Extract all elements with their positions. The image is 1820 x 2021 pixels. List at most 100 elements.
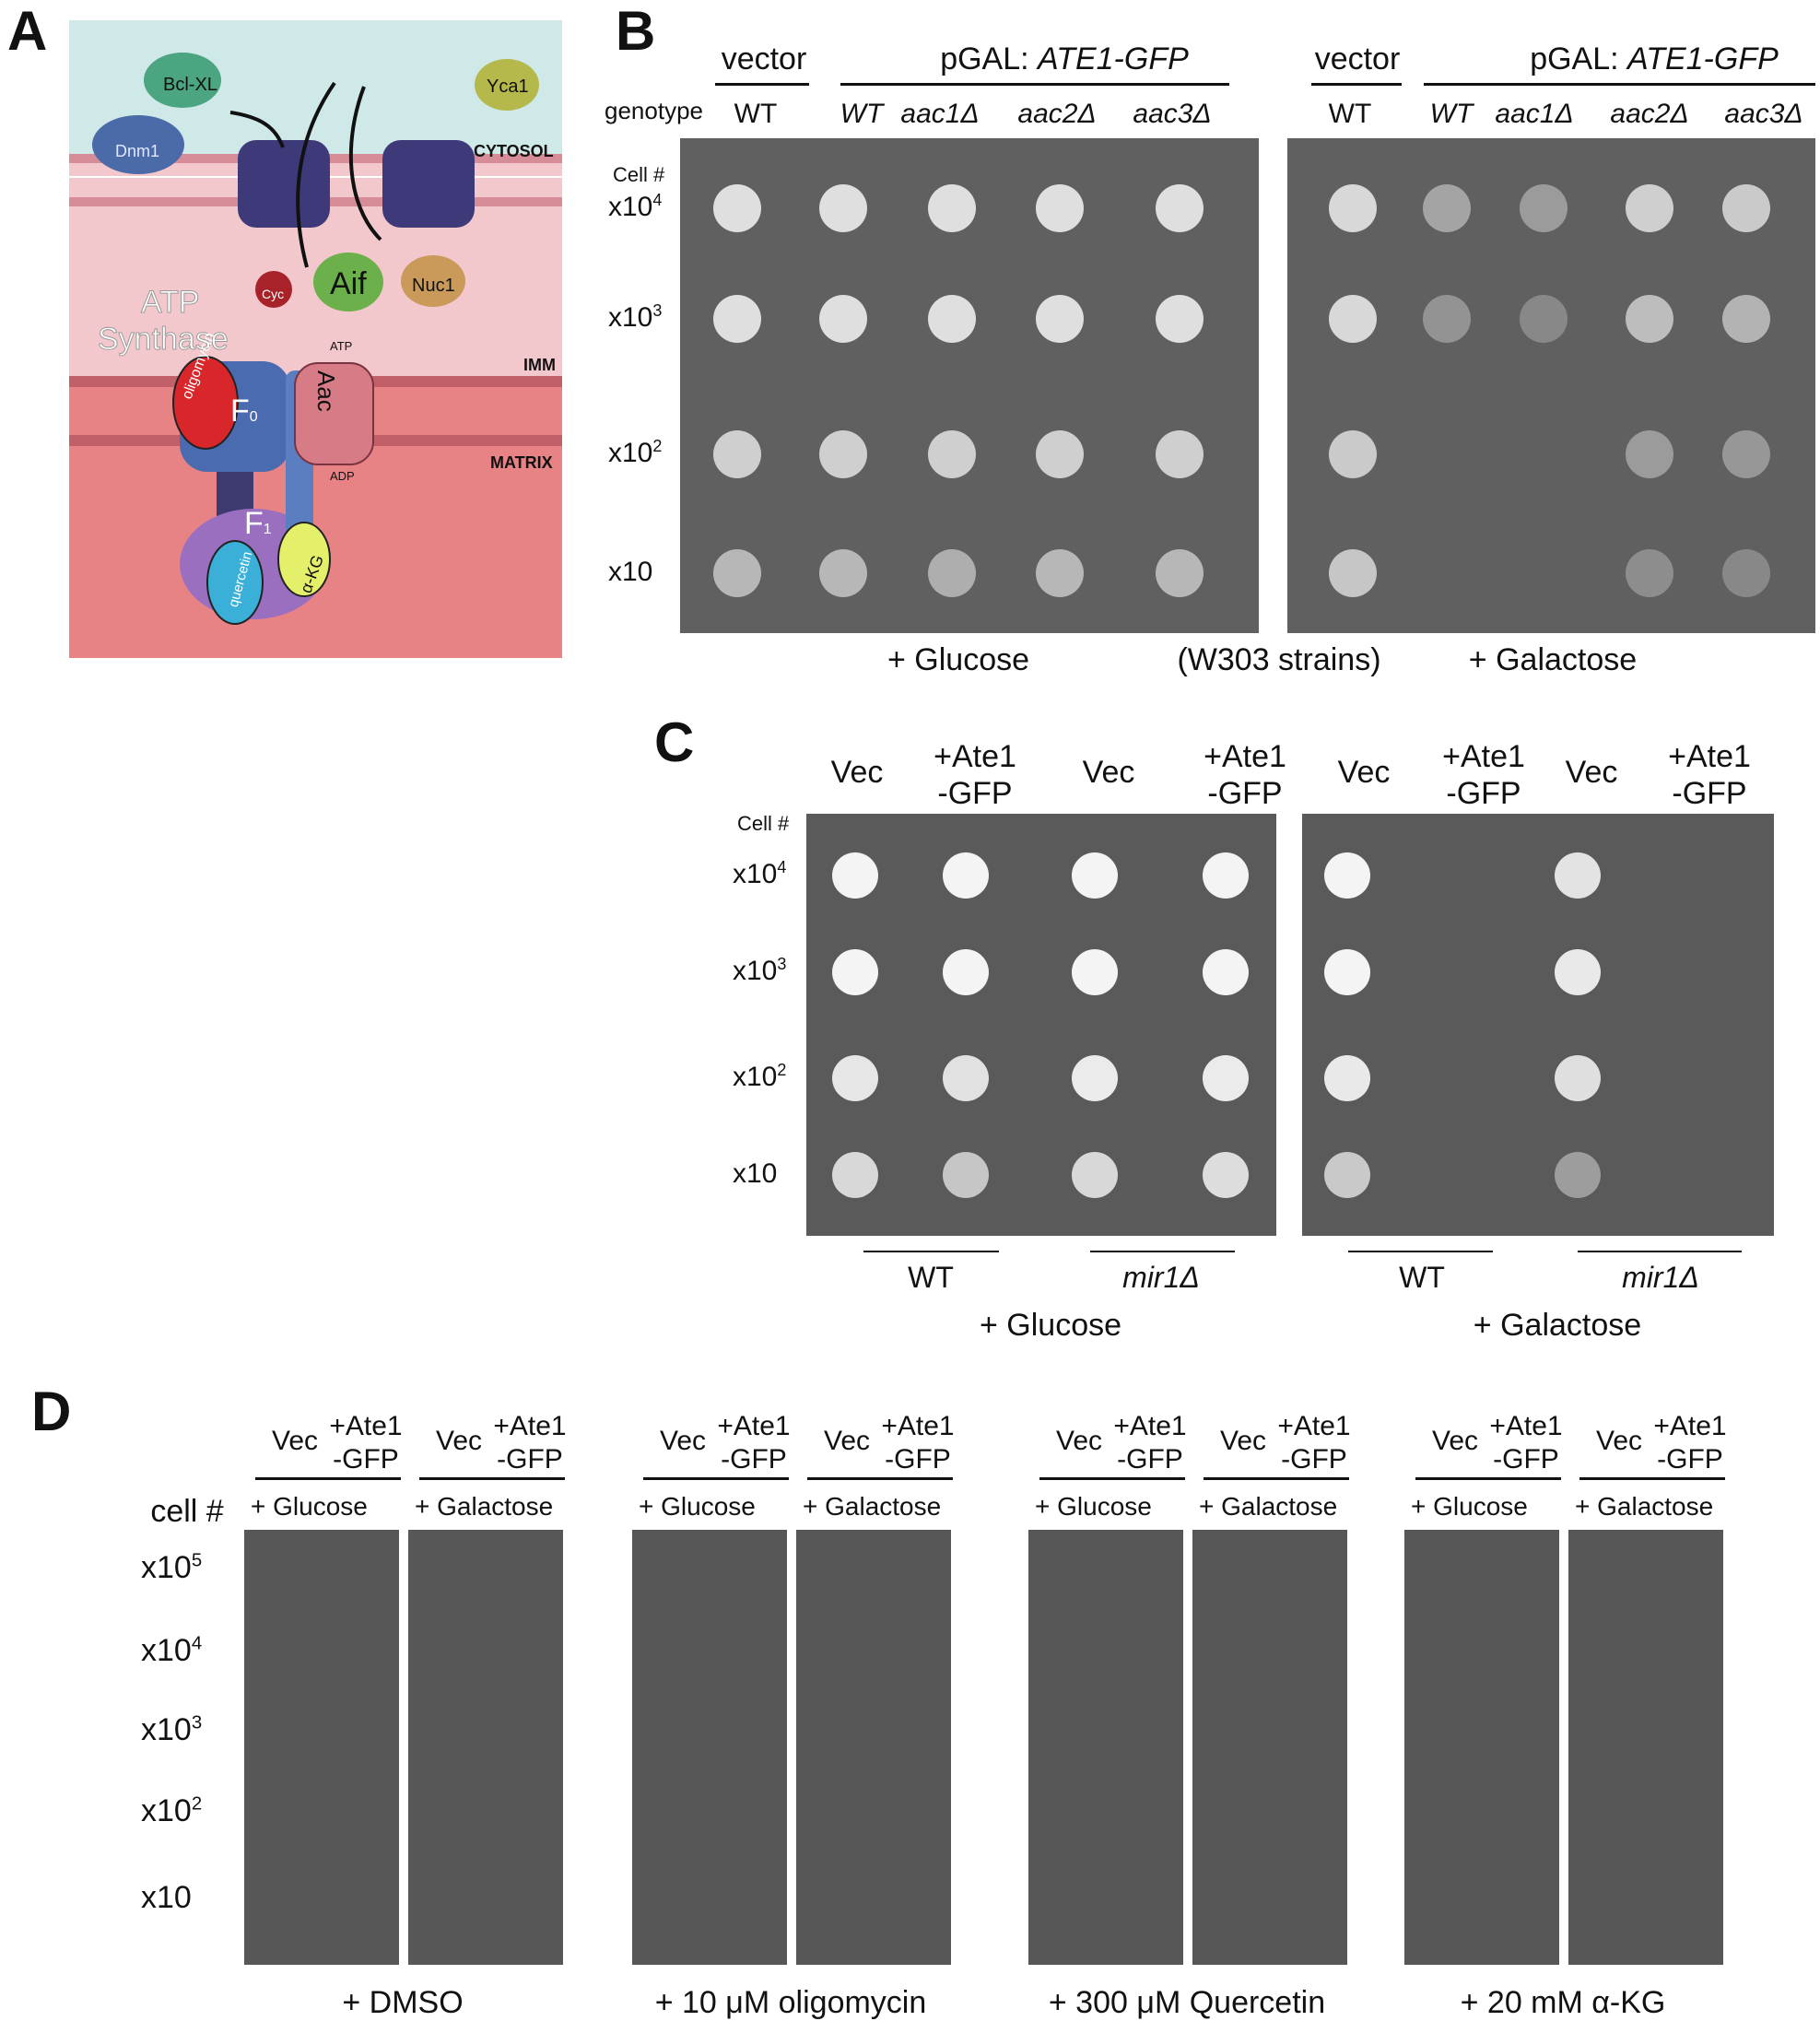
b-vector-underline-1 bbox=[715, 83, 809, 86]
d-header-underline-3-galactose bbox=[1204, 1477, 1349, 1480]
atp-small-label: ATP bbox=[330, 339, 353, 353]
b-glucose-spot bbox=[713, 549, 761, 597]
d-header-ate1-4-galactose: +Ate1 bbox=[1653, 1411, 1727, 1441]
c-glucose-spot bbox=[1072, 1055, 1118, 1101]
c-header-ate1-8: +Ate1 bbox=[1668, 739, 1751, 774]
d-plate-2-glucose bbox=[632, 1530, 787, 1965]
b-genotype-4: aac2Δ bbox=[1017, 99, 1097, 129]
d-header-underline-2-galactose bbox=[807, 1477, 953, 1480]
c-dilution-3-exponent: 2 bbox=[777, 1061, 787, 1079]
d-header-underline-2-glucose bbox=[643, 1477, 789, 1480]
c-header-gfp-4: -GFP bbox=[1207, 776, 1283, 811]
b-glucose-spot bbox=[819, 184, 867, 232]
b-dilution-2-exponent: 3 bbox=[652, 301, 663, 320]
d-header-vec-1-galactose: Vec bbox=[435, 1426, 483, 1456]
b-galactose-spot bbox=[1626, 184, 1673, 232]
d-header-gfp-2-galactose: -GFP bbox=[885, 1444, 951, 1475]
b-galactose-spot bbox=[1329, 184, 1377, 232]
d-plate-1-glucose bbox=[244, 1530, 399, 1965]
f1-letter: F bbox=[244, 506, 264, 541]
b-dilution-3-base: x10 bbox=[608, 438, 653, 468]
b-galactose-spot bbox=[1329, 430, 1377, 478]
b-galactose-spot bbox=[1329, 295, 1377, 343]
d-dilution-5: x10 bbox=[141, 1880, 192, 1915]
c-glucose-spot bbox=[1203, 949, 1249, 995]
c-dilution-2: x103 bbox=[733, 956, 786, 987]
d-dilution-2-base: x10 bbox=[141, 1633, 192, 1668]
d-sugar-label-3-glucose: + Glucose bbox=[1035, 1492, 1152, 1521]
d-header-ate1-1-galactose: +Ate1 bbox=[493, 1411, 567, 1441]
d-header-gfp-1-glucose: -GFP bbox=[333, 1444, 399, 1475]
b-dilution-1-exponent: 4 bbox=[652, 191, 663, 209]
d-sugar-label-1-galactose: + Galactose bbox=[415, 1492, 554, 1521]
c-glucose-spot bbox=[832, 1152, 878, 1198]
b-glucose-spot bbox=[1036, 184, 1084, 232]
d-header-underline-4-galactose bbox=[1579, 1477, 1725, 1480]
d-header-gfp-4-galactose: -GFP bbox=[1657, 1444, 1723, 1475]
d-header-ate1-2-galactose: +Ate1 bbox=[881, 1411, 955, 1441]
b-galactose-spot bbox=[1722, 430, 1770, 478]
c-glucose-label: + Glucose bbox=[979, 1308, 1122, 1343]
b-glucose-spot bbox=[819, 549, 867, 597]
d-header-vec-2-galactose: Vec bbox=[823, 1426, 871, 1456]
f0-letter: F bbox=[230, 394, 250, 429]
d-header-ate1-4-glucose: +Ate1 bbox=[1489, 1411, 1563, 1441]
d-sugar-label-2-glucose: + Glucose bbox=[639, 1492, 756, 1521]
b-glucose-spot bbox=[1036, 549, 1084, 597]
dnm1-label: Dnm1 bbox=[115, 142, 160, 160]
c-glucose-spot bbox=[832, 1055, 878, 1101]
c-header-ate1-4: +Ate1 bbox=[1204, 739, 1286, 774]
b-galactose-spot bbox=[1329, 549, 1377, 597]
b-pgal-prefix-2: pGAL: bbox=[1530, 41, 1628, 76]
b-genotype-3: aac1Δ bbox=[900, 99, 980, 129]
b-glucose-spot bbox=[928, 549, 976, 597]
d-header-ate1-3-glucose: +Ate1 bbox=[1113, 1411, 1187, 1441]
cytosol-label: CYTOSOL bbox=[474, 142, 554, 160]
d-sugar-label-4-glucose: + Glucose bbox=[1411, 1492, 1528, 1521]
d-dilution-4-exponent: 2 bbox=[191, 1793, 203, 1815]
b-genotype-5: aac3Δ bbox=[1133, 99, 1212, 129]
d-header-vec-4-galactose: Vec bbox=[1595, 1426, 1643, 1456]
c-glucose-spot bbox=[943, 852, 989, 899]
c-galactose-spot bbox=[1324, 949, 1370, 995]
c-dilution-2-exponent: 3 bbox=[777, 955, 787, 973]
nuc1-label: Nuc1 bbox=[412, 276, 455, 296]
c-dilution-2-base: x10 bbox=[733, 956, 778, 986]
panel-label-d: D bbox=[31, 1381, 72, 1442]
c-wt-label-1: WT bbox=[908, 1261, 954, 1294]
d-dilution-2: x104 bbox=[141, 1633, 202, 1668]
b-genotype-label: genotype bbox=[605, 97, 703, 124]
c-dilution-3: x102 bbox=[733, 1062, 786, 1093]
b-genotype-2: WT bbox=[840, 99, 884, 129]
c-mir1-label-2: mir1Δ bbox=[1622, 1261, 1699, 1294]
d-dilution-3-base: x10 bbox=[141, 1712, 192, 1747]
c-header-vec-7: Vec bbox=[1565, 755, 1618, 790]
c-cell-number-label: Cell # bbox=[737, 812, 790, 835]
b-glucose-spot bbox=[1156, 295, 1204, 343]
c-glucose-spot bbox=[1203, 1055, 1249, 1101]
d-plate-4-galactose bbox=[1568, 1530, 1723, 1965]
b-genotype-1: WT bbox=[734, 99, 778, 129]
b-glucose-spot bbox=[713, 295, 761, 343]
b-genotype-gal-4: aac2Δ bbox=[1610, 99, 1689, 129]
c-header-ate1-6: +Ate1 bbox=[1442, 739, 1525, 774]
d-plate-4-glucose bbox=[1404, 1530, 1559, 1965]
b-dilution-3: x102 bbox=[608, 438, 662, 469]
c-header-vec-1: Vec bbox=[830, 755, 884, 790]
b-strains-label: (W303 strains) bbox=[1177, 642, 1381, 677]
d-sugar-label-4-galactose: + Galactose bbox=[1575, 1492, 1714, 1521]
d-dilution-5-base: x10 bbox=[141, 1880, 192, 1915]
b-glucose-label: + Glucose bbox=[887, 642, 1030, 677]
b-glucose-spot bbox=[928, 184, 976, 232]
b-galactose-spot bbox=[1423, 295, 1471, 343]
c-glucose-spot bbox=[1072, 949, 1118, 995]
d-header-ate1-1-glucose: +Ate1 bbox=[329, 1411, 403, 1441]
b-galactose-spot bbox=[1722, 184, 1770, 232]
adp-small-label: ADP bbox=[330, 469, 355, 483]
d-plate-2-galactose bbox=[796, 1530, 951, 1965]
d-treatment-1: + DMSO bbox=[342, 1985, 464, 2020]
b-pgal-prefix: pGAL: bbox=[940, 41, 1039, 76]
c-galactose-spot bbox=[1324, 852, 1370, 899]
